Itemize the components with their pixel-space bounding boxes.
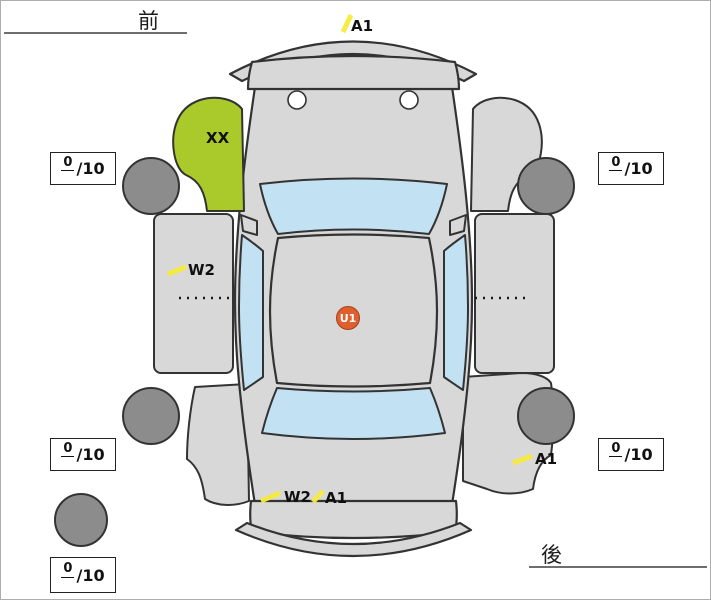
hood-washer-right [399,90,419,110]
damage-mark-front-center [340,13,354,34]
rear-bumper-arc [234,521,473,558]
tread-depth-front-left: 0 /10 [50,152,116,185]
tread-scale: /10 [76,565,105,585]
right-side-window [443,234,469,391]
wheel-front-right [517,157,575,215]
tread-scale: /10 [624,445,653,464]
left-door-panel [153,213,234,374]
tread-value: 0 [61,440,75,458]
damage-code-rear-left: W2 [284,488,311,506]
tread-depth-rear-left: 0 /10 [50,438,116,471]
tread-value: 0 [609,440,623,458]
tread-scale: /10 [76,445,105,464]
damage-mark-rear-center [311,489,325,504]
damage-mark-rear-right-quarter [512,453,533,466]
tread-scale: /10 [76,159,105,178]
tread-value: 0 [61,154,75,172]
damage-mark-left-door [167,264,187,277]
left-side-window [238,234,264,391]
right-front-fender-panel [470,96,543,212]
front-label: 前 [138,9,160,33]
rear-divider-line [529,566,707,568]
tread-depth-front-right: 0 /10 [598,152,664,185]
windshield [259,177,448,235]
damage-code-roof-center: U1 [339,311,357,325]
left-rear-fender-panel [186,383,250,506]
rear-bumper [249,499,458,540]
wheel-rear-left [122,387,180,445]
wheel-rear-right [517,387,575,445]
tread-scale: /10 [624,159,653,178]
left-front-fender-replaced-panel [172,96,245,212]
damage-mark-rear-left [260,490,281,504]
tread-value: 0 [609,154,623,172]
tread-depth-rear-right: 0 /10 [598,438,664,471]
wheel-front-left [122,157,180,215]
rear-window [261,387,446,440]
left-mirror [240,214,258,236]
damage-code-left-door: W2 [188,261,215,279]
damage-code-rear-right-quarter: A1 [535,450,558,468]
right-mirror [449,214,467,236]
damage-code-rear-center: A1 [325,489,348,507]
right-door-panel [474,213,555,374]
tread-depth-spare: 0 /10 [50,557,116,593]
damage-badge-roof-center: U1 [336,306,360,330]
rear-label: 後 [541,543,563,567]
front-bumper [246,54,461,91]
damage-code-front-center: A1 [351,17,374,35]
front-divider-line [4,32,187,34]
damage-code-front-left-fender: XX [206,129,230,147]
tread-value: 0 [61,561,75,578]
hood-washer-left [287,90,307,110]
spare-tire [54,493,108,547]
